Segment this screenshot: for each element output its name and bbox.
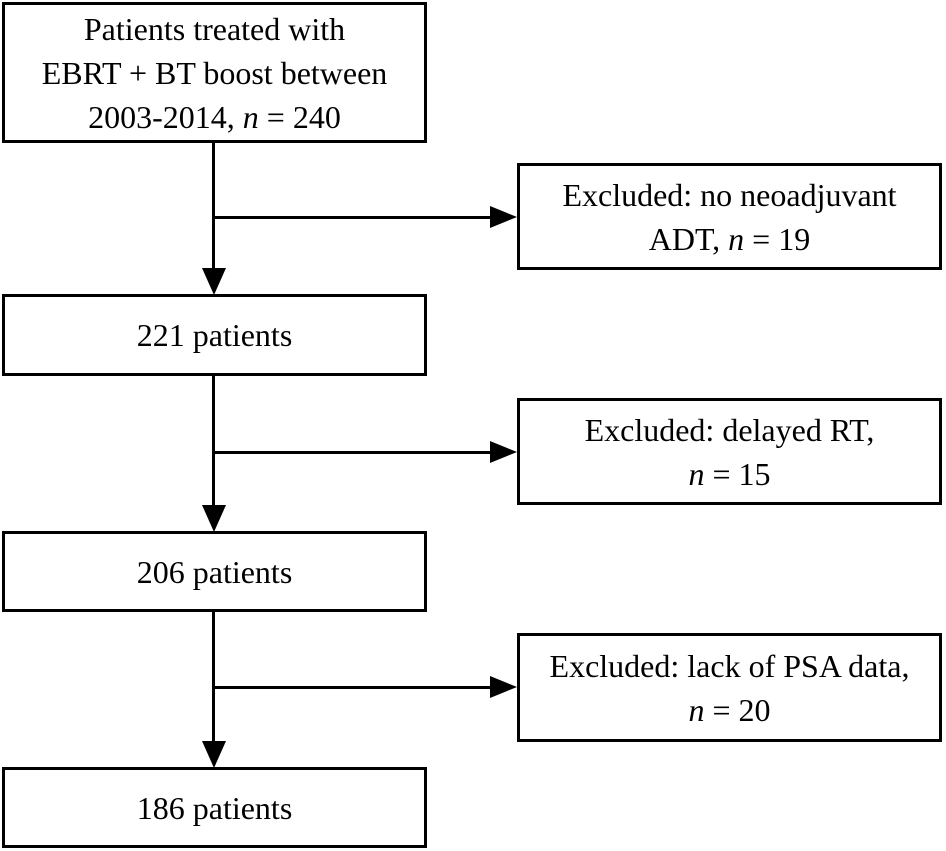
step-2-label: 206 patients bbox=[136, 553, 293, 590]
step-1-label: 221 patients bbox=[136, 317, 293, 353]
step-3-label: 186 patients bbox=[136, 789, 293, 826]
excluded-2-line-1: Excluded: delayed RT, bbox=[584, 411, 875, 448]
n-variable: n bbox=[688, 691, 705, 728]
box-221-patients: 221 patients bbox=[2, 294, 427, 376]
connector-hline-3 bbox=[212, 686, 492, 689]
connector-vline-2 bbox=[212, 376, 215, 507]
box-excluded-no-psa: Excluded: lack of PSA data, n = 20 bbox=[517, 633, 942, 742]
n-variable: n bbox=[688, 455, 705, 492]
box-excluded-delayed-rt: Excluded: delayed RT, n = 15 bbox=[517, 398, 942, 505]
excluded-1-line-2: ADT, n = 19 bbox=[649, 217, 810, 261]
enrollment-line-1: Patients treated with bbox=[83, 10, 346, 47]
box-enrollment: Patients treated with EBRT + BT boost be… bbox=[2, 2, 427, 143]
arrowhead-right-2 bbox=[490, 441, 517, 463]
connector-hline-2 bbox=[212, 451, 492, 454]
n-variable: n bbox=[728, 220, 745, 257]
enrollment-line-3: 2003-2014, n = 240 bbox=[88, 95, 341, 139]
excluded-3-line-1: Excluded: lack of PSA data, bbox=[549, 647, 910, 684]
excluded-2-line-2: n = 15 bbox=[688, 452, 770, 496]
enrollment-line-3-text: 2003-2014, bbox=[88, 98, 243, 135]
arrowhead-right-1 bbox=[490, 206, 517, 228]
enrollment-line-2: EBRT + BT boost between bbox=[41, 54, 388, 91]
box-excluded-no-adt: Excluded: no neoadjuvant ADT, n = 19 bbox=[517, 163, 942, 270]
arrowhead-right-3 bbox=[490, 676, 517, 698]
arrowhead-down-3 bbox=[202, 741, 226, 768]
excluded-3-n-value: = 20 bbox=[704, 691, 771, 728]
excluded-1-line-1: Excluded: no neoadjuvant bbox=[562, 176, 897, 213]
excluded-1-n-value: = 19 bbox=[744, 220, 811, 257]
connector-hline-1 bbox=[212, 216, 492, 219]
box-186-patients: 186 patients bbox=[2, 767, 427, 848]
connector-vline-1 bbox=[212, 143, 215, 270]
connector-vline-3 bbox=[212, 612, 215, 743]
n-variable: n bbox=[242, 98, 259, 135]
enrollment-n-value: = 240 bbox=[258, 98, 341, 135]
excluded-2-n-value: = 15 bbox=[704, 455, 771, 492]
arrowhead-down-2 bbox=[202, 505, 226, 532]
excluded-3-line-2: n = 20 bbox=[688, 688, 770, 732]
excluded-1-line-2-text: ADT, bbox=[648, 220, 729, 257]
box-206-patients: 206 patients bbox=[2, 531, 427, 612]
arrowhead-down-1 bbox=[202, 268, 226, 295]
